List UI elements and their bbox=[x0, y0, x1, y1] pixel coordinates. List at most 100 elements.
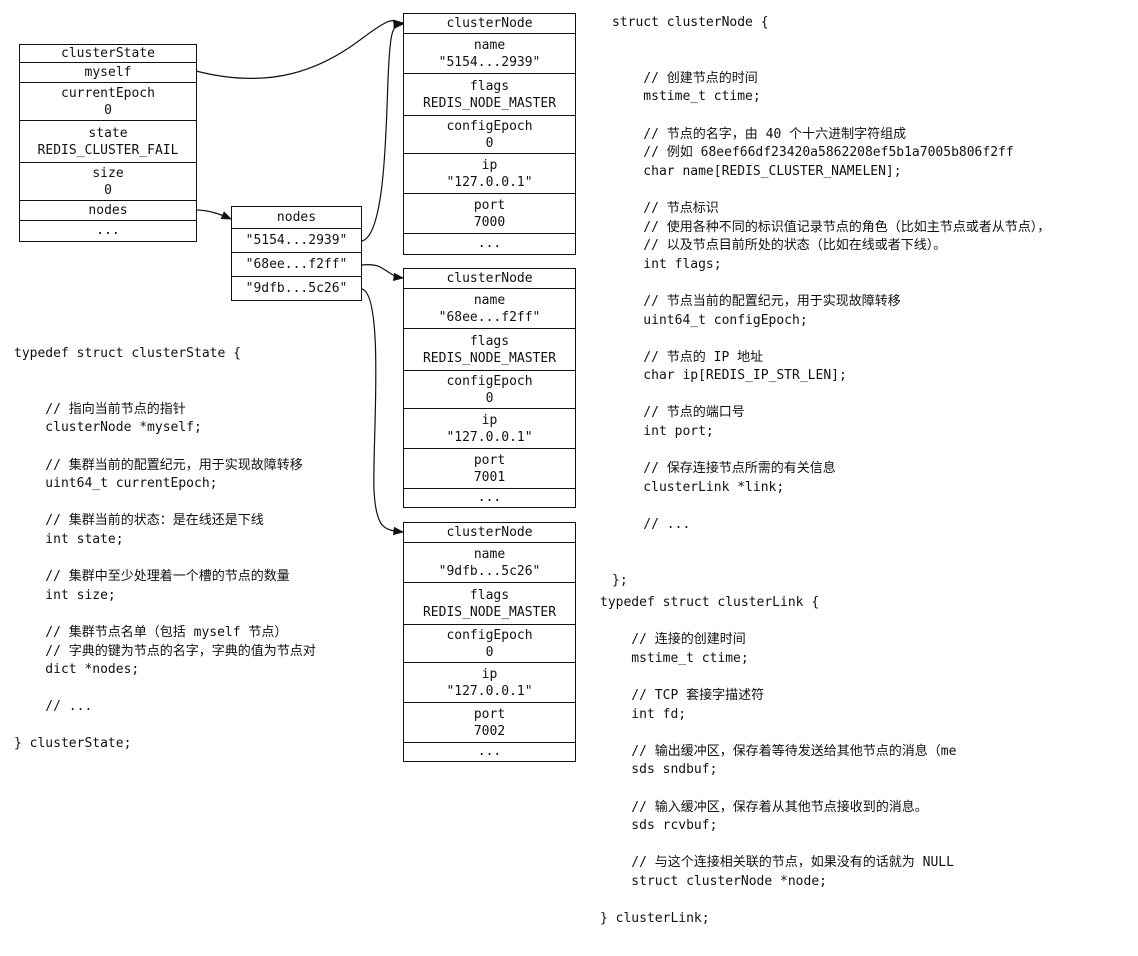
cell-value: REDIS_CLUSTER_FAIL bbox=[37, 142, 179, 158]
cluster-node-title: clusterNode bbox=[404, 269, 575, 289]
field-label: flags bbox=[469, 587, 510, 603]
code-line: // 节点的名字，由 40 个十六进制字符组成 bbox=[612, 126, 907, 142]
field-label: configEpoch bbox=[446, 627, 533, 643]
dict-key-text: "5154...2939" bbox=[245, 233, 348, 248]
code-line: int fd; bbox=[600, 706, 687, 722]
code-line: sds rcvbuf; bbox=[600, 818, 718, 834]
code-cluster-link: typedef struct clusterLink { // 连接的创建时间 … bbox=[600, 594, 956, 929]
code-line bbox=[612, 181, 1050, 200]
field-value: REDIS_NODE_MASTER bbox=[422, 350, 557, 366]
field-value: "68ee...f2ff" bbox=[438, 309, 541, 325]
code-line bbox=[600, 668, 956, 687]
code-line: typedef struct clusterLink { bbox=[600, 595, 820, 610]
code-line: int size; bbox=[14, 587, 116, 603]
field-label: port bbox=[473, 452, 506, 468]
field-value: 0 bbox=[485, 644, 494, 660]
code-line: sds sndbuf; bbox=[600, 762, 718, 778]
cluster-node-title-text: clusterNode bbox=[446, 525, 533, 540]
field-value: "5154...2939" bbox=[438, 54, 541, 70]
code-line: struct clusterNode { bbox=[612, 15, 769, 30]
code-line: } clusterLink; bbox=[600, 911, 710, 927]
code-line: int flags; bbox=[612, 256, 722, 272]
code-line: } clusterState; bbox=[14, 736, 132, 752]
dict-key-text: "68ee...f2ff" bbox=[245, 257, 348, 272]
cell-label: ... bbox=[96, 223, 120, 238]
code-line: // ... bbox=[14, 699, 93, 715]
code-line: // 集群当前的配置纪元，用于实现故障转移 bbox=[14, 457, 303, 473]
code-line: // 指向当前节点的指针 bbox=[14, 401, 186, 417]
cell-label: nodes bbox=[88, 203, 128, 218]
field-label: flags bbox=[469, 333, 510, 349]
code-line bbox=[612, 553, 1050, 572]
code-line: // 以及节点目前所处的状态（比如在线或者下线）。 bbox=[612, 238, 947, 254]
code-line: // 保存连接节点所需的有关信息 bbox=[612, 461, 836, 477]
node-field-name: name"9dfb...5c26" bbox=[404, 543, 575, 583]
cell-ellipsis: ... bbox=[20, 221, 196, 240]
code-line bbox=[612, 535, 1050, 554]
node-field-name: name"68ee...f2ff" bbox=[404, 289, 575, 329]
field-label: ip bbox=[481, 157, 498, 173]
code-line bbox=[612, 107, 1050, 126]
code-line bbox=[600, 724, 956, 743]
field-value: 0 bbox=[485, 135, 494, 151]
cluster-state-title-text: clusterState bbox=[61, 46, 155, 61]
code-line: uint64_t currentEpoch; bbox=[14, 476, 218, 492]
code-line: struct clusterNode *node; bbox=[600, 873, 827, 889]
code-line: typedef struct clusterState { bbox=[14, 346, 241, 361]
code-line: // 节点当前的配置纪元，用于实现故障转移 bbox=[612, 293, 901, 309]
cell-value: 0 bbox=[104, 182, 112, 198]
code-line: // 连接的创建时间 bbox=[600, 632, 746, 648]
code-line bbox=[600, 613, 956, 632]
code-line: // 集群节点名单（包括 myself 节点） bbox=[14, 624, 288, 640]
code-line bbox=[14, 680, 316, 699]
node-field-ellipsis: ... bbox=[404, 489, 575, 506]
nodes-dict-title-text: nodes bbox=[276, 210, 317, 225]
code-line: }; bbox=[612, 572, 628, 588]
code-line: // 输入缓冲区，保存着从其他节点接收到的消息。 bbox=[600, 799, 928, 815]
code-line bbox=[612, 274, 1050, 293]
field-label: port bbox=[473, 706, 506, 722]
code-line: mstime_t ctime; bbox=[600, 650, 749, 666]
code-line: int state; bbox=[14, 531, 124, 547]
code-line bbox=[600, 836, 956, 855]
code-line: // 集群中至少处理着一个槽的节点的数量 bbox=[14, 569, 290, 585]
field-value: "9dfb...5c26" bbox=[438, 563, 541, 579]
nodes-dict-key: "9dfb...5c26" bbox=[232, 277, 361, 299]
code-line: dict *nodes; bbox=[14, 662, 140, 678]
code-line bbox=[14, 382, 316, 401]
code-line: mstime_t ctime; bbox=[612, 89, 761, 105]
code-line: // ... bbox=[612, 517, 691, 533]
dict-key-text: "9dfb...5c26" bbox=[245, 280, 348, 296]
cell-label: size bbox=[92, 165, 124, 181]
code-line: // 输出缓冲区，保存着等待发送给其他节点的消息（me bbox=[600, 743, 957, 759]
node-field-ellipsis: ... bbox=[404, 234, 575, 253]
field-value: 7002 bbox=[473, 723, 506, 739]
arrow-nodes-to-dict bbox=[195, 209, 233, 220]
field-label: name bbox=[473, 292, 506, 308]
code-line: // 创建节点的时间 bbox=[612, 70, 758, 86]
field-value: 7000 bbox=[473, 214, 506, 230]
code-line: // 使用各种不同的标识值记录节点的角色（比如主节点或者从节点）， bbox=[612, 219, 1051, 235]
field-label: name bbox=[473, 546, 506, 562]
field-label: port bbox=[473, 197, 506, 213]
code-line: char name[REDIS_CLUSTER_NAMELEN]; bbox=[612, 163, 902, 179]
code-line bbox=[612, 51, 1050, 70]
arrow-myself-to-node-0 bbox=[195, 19, 405, 80]
field-label: ip bbox=[481, 412, 498, 428]
field-value: "127.0.0.1" bbox=[446, 174, 533, 190]
cell-label: state bbox=[88, 125, 128, 141]
node-field-name: name"5154...2939" bbox=[404, 34, 575, 74]
cell-label: currentEpoch bbox=[61, 85, 155, 101]
code-line: clusterLink *link; bbox=[612, 479, 785, 495]
